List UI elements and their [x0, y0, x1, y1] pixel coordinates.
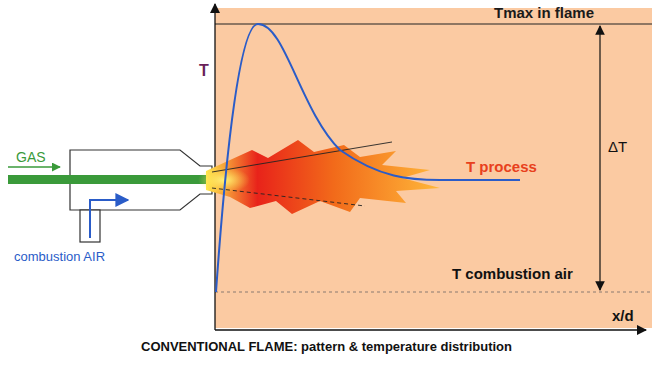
- axis-label: T: [199, 62, 209, 80]
- axis-label: x/d: [612, 308, 634, 325]
- gas-arrow: [8, 166, 60, 168]
- axis-label: T process: [466, 159, 537, 176]
- axis-label: T combustion air: [452, 266, 573, 283]
- air-temperature-line: [215, 292, 652, 293]
- tmax-line: [215, 23, 652, 24]
- distance-axis: [215, 329, 646, 330]
- air-arrow: [90, 200, 128, 238]
- axis-label: combustion AIR: [14, 250, 105, 264]
- temperature-curve: [216, 24, 520, 292]
- figure-caption: CONVENTIONAL FLAME: pattern & temperatur…: [141, 340, 512, 354]
- flame-cone-upper: [212, 142, 392, 172]
- axis-label: ΔT: [608, 139, 627, 156]
- delta-t-arrow: [599, 26, 600, 290]
- gas-pipe: [8, 175, 214, 184]
- axis-label: Tmax in flame: [494, 5, 594, 22]
- flame-cone-lower: [212, 188, 365, 206]
- axis-label: GAS: [16, 150, 46, 165]
